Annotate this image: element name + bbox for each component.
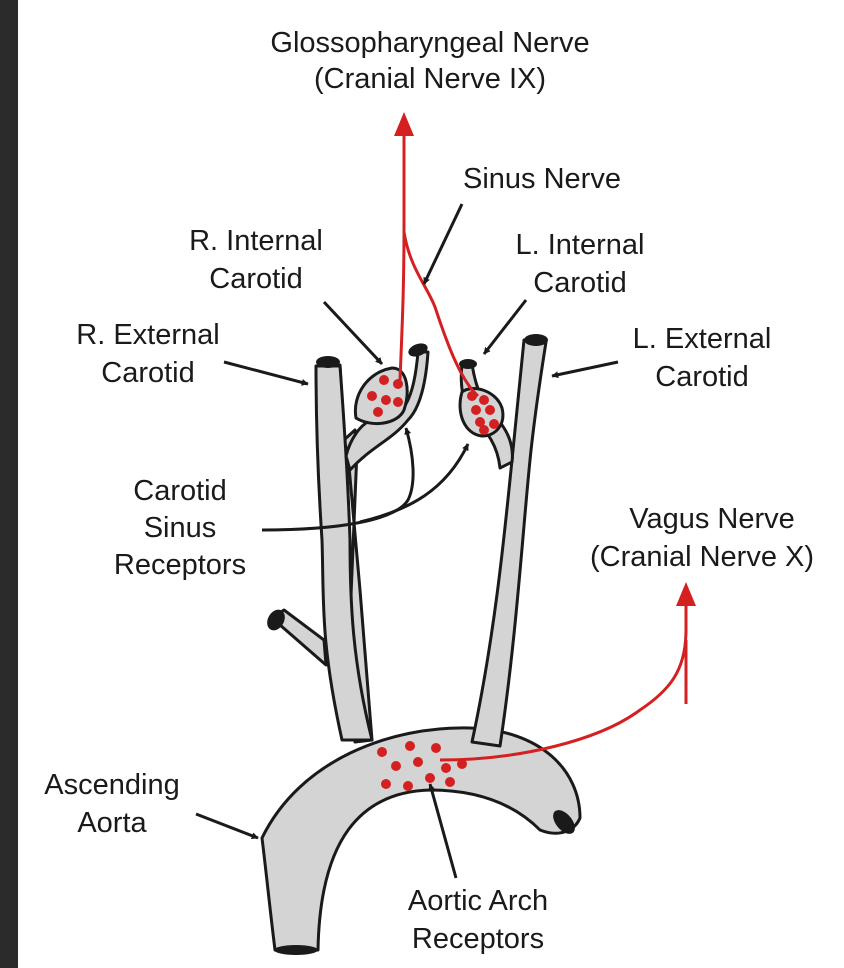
l-external-label-line2: Carotid bbox=[655, 361, 749, 393]
baroreceptor-diagram: Glossopharyngeal Nerve (Cranial Nerve IX… bbox=[18, 0, 844, 968]
right-internal-leader bbox=[324, 302, 382, 364]
glossopharyngeal-label-line1: Glossopharyngeal Nerve bbox=[270, 27, 589, 59]
r-internal-label-line1: R. Internal bbox=[189, 225, 323, 257]
sinus-nerve-label: Sinus Nerve bbox=[463, 163, 621, 195]
r-internal-label-line2: Carotid bbox=[209, 263, 303, 295]
ascending-label-line2: Aorta bbox=[77, 807, 147, 839]
vagus-arrowhead bbox=[676, 582, 696, 606]
left-external-cap bbox=[524, 334, 548, 346]
glossopharyngeal-label-line2: (Cranial Nerve IX) bbox=[314, 63, 546, 95]
aorta-bottom-cap bbox=[274, 945, 318, 955]
r-external-label-line1: R. External bbox=[76, 319, 219, 351]
l-internal-label-line1: L. Internal bbox=[516, 229, 645, 261]
carotid-sinus-label-line3: Receptors bbox=[114, 549, 246, 581]
r-external-label-line2: Carotid bbox=[101, 357, 195, 389]
aortic-arch-label-line1: Aortic Arch bbox=[408, 885, 548, 917]
right-external-cap bbox=[316, 356, 340, 368]
diagram-panel: Glossopharyngeal Nerve (Cranial Nerve IX… bbox=[18, 0, 844, 968]
aortic-arch-leader bbox=[430, 784, 456, 878]
ascending-aorta-leader bbox=[196, 814, 258, 838]
left-internal-leader bbox=[484, 300, 526, 354]
ascending-label-line1: Ascending bbox=[44, 769, 179, 801]
glossopharyngeal-arrowhead bbox=[394, 112, 414, 136]
l-internal-label-line2: Carotid bbox=[533, 267, 627, 299]
vagus-label-line2: (Cranial Nerve X) bbox=[590, 541, 814, 573]
l-external-label-line1: L. External bbox=[633, 323, 772, 355]
sinus-nerve-leader bbox=[424, 204, 462, 284]
carotid-sinus-label-line1: Carotid bbox=[133, 475, 227, 507]
glossopharyngeal-nerve bbox=[400, 128, 404, 380]
left-external-leader bbox=[552, 362, 618, 376]
right-external-leader bbox=[224, 362, 308, 384]
left-internal-cap bbox=[459, 359, 477, 369]
vagus-label-line1: Vagus Nerve bbox=[629, 503, 795, 535]
carotid-sinus-label-line2: Sinus bbox=[144, 512, 217, 544]
aortic-arch-label-line2: Receptors bbox=[412, 923, 544, 955]
